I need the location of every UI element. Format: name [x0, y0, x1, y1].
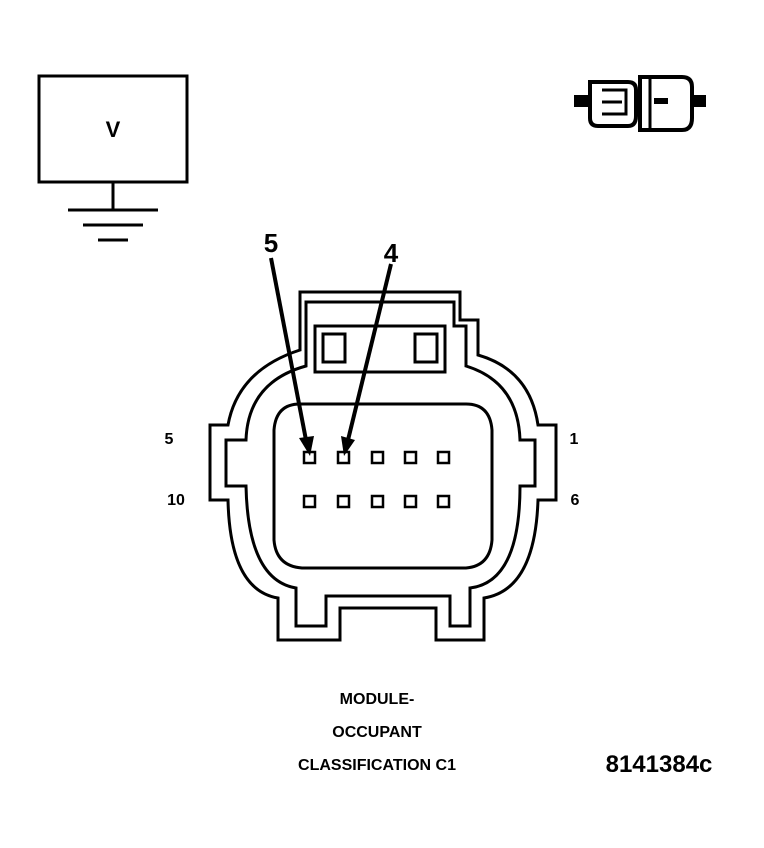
callout-label-pin-4: 4: [384, 238, 399, 268]
voltmeter-label: V: [106, 117, 121, 142]
ground-icon: [68, 208, 158, 242]
connector-plug-icon: [574, 75, 706, 132]
connector-caption: MODULE- OCCUPANT CLASSIFICATION C1: [298, 691, 456, 774]
callout-arrow-pin-5: [269, 257, 308, 441]
pin-row-top: [302, 450, 451, 465]
pin-10: [302, 494, 317, 509]
pin-label-bottom-right: 6: [571, 492, 580, 509]
pin-label-top-right: 1: [570, 431, 579, 448]
caption-line-1: MODULE-: [340, 691, 415, 708]
pin-label-top-left: 5: [165, 431, 174, 448]
arrowhead-pin-4: [341, 436, 355, 456]
arrowhead-pin-5: [299, 436, 314, 456]
caption-line-2: OCCUPANT: [332, 724, 422, 741]
connector-housing: [208, 290, 558, 642]
caption-line-3: CLASSIFICATION C1: [298, 757, 456, 774]
figure-id: 8141384c: [606, 751, 713, 778]
pin-9: [336, 494, 351, 509]
pin-3: [370, 450, 385, 465]
pin-1: [436, 450, 451, 465]
pin-label-bottom-left: 10: [167, 492, 185, 509]
pin-7: [403, 494, 418, 509]
callout-arrows: [269, 257, 393, 456]
pin-2: [403, 450, 418, 465]
pin-8: [370, 494, 385, 509]
pin-6: [436, 494, 451, 509]
callout-label-pin-5: 5: [264, 228, 278, 258]
pin-4: [336, 450, 351, 465]
pin-row-bottom: [302, 494, 451, 509]
voltmeter-symbol: V: [37, 74, 189, 242]
callout-arrow-pin-4: [346, 263, 393, 441]
